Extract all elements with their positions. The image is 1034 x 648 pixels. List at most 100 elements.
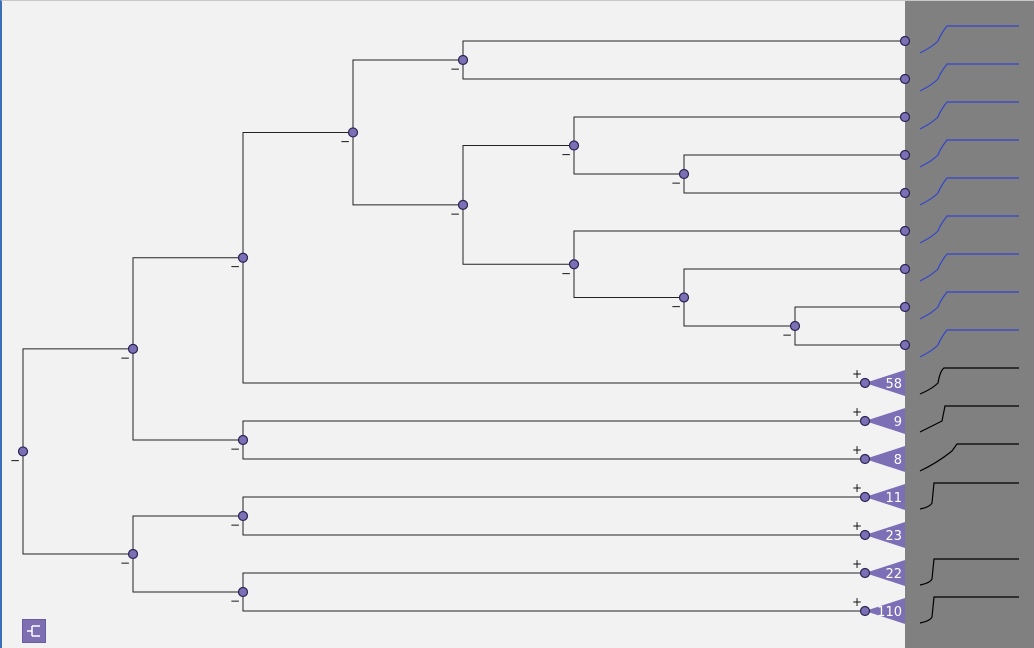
collapsed-count: 23: [885, 529, 902, 544]
collapsed-group[interactable]: 23 +: [852, 519, 905, 548]
collapsed-node-dot[interactable]: [859, 605, 871, 617]
branch-toggle[interactable]: −: [230, 442, 240, 456]
collapsed-count: 110: [877, 605, 902, 620]
expand-toggle[interactable]: +: [852, 557, 862, 571]
collapsed-node-dot[interactable]: [859, 491, 871, 503]
branch-node-dot[interactable]: [237, 434, 249, 446]
tree-edge: [462, 204, 574, 265]
collapsed-group[interactable]: 110 +: [852, 595, 905, 624]
tree-edge: [132, 515, 243, 554]
leaf-node-dot[interactable]: [899, 225, 911, 237]
collapsed-group[interactable]: 58 +: [852, 367, 905, 396]
leaf-node-dot[interactable]: [899, 339, 911, 351]
branch-node-dot[interactable]: [457, 54, 469, 66]
collapsed-group-triangle[interactable]: [865, 522, 905, 548]
branch-toggle[interactable]: −: [230, 594, 240, 608]
tree-edge: [683, 174, 905, 194]
collapse-tree-button[interactable]: [22, 619, 46, 643]
branch-node-dot[interactable]: [347, 127, 359, 138]
branch-node-dot[interactable]: [678, 168, 690, 180]
branch-node[interactable]: −: [782, 320, 801, 343]
branch-node-dot[interactable]: [237, 510, 249, 522]
expand-toggle[interactable]: +: [852, 595, 862, 609]
collapsed-node-dot[interactable]: [859, 415, 871, 427]
leaf-node-dot[interactable]: [899, 73, 911, 85]
branch-toggle[interactable]: −: [120, 351, 130, 365]
branch-node[interactable]: −: [120, 343, 139, 365]
branch-node[interactable]: −: [671, 292, 690, 314]
collapsed-count: 58: [885, 377, 902, 392]
branch-node[interactable]: −: [671, 168, 690, 191]
tree-edge: [22, 451, 133, 555]
collapsed-group-triangle[interactable]: [865, 370, 905, 396]
leaf-curve: [919, 558, 1019, 586]
branch-node-dot[interactable]: [678, 292, 690, 303]
branch-node[interactable]: −: [340, 127, 359, 149]
branch-toggle[interactable]: −: [561, 266, 571, 280]
branch-toggle[interactable]: −: [10, 453, 20, 467]
branch-node[interactable]: −: [10, 446, 29, 468]
expand-toggle[interactable]: +: [852, 519, 862, 533]
branch-node[interactable]: −: [120, 548, 139, 571]
leaf-node-dot[interactable]: [899, 111, 911, 123]
branch-node-dot[interactable]: [17, 446, 29, 457]
collapsed-group-triangle[interactable]: [865, 560, 905, 586]
branch-node[interactable]: −: [561, 259, 580, 281]
tree-edge: [352, 59, 463, 133]
leaf-node-dot[interactable]: [899, 263, 911, 275]
expand-toggle[interactable]: +: [852, 481, 862, 495]
collapsed-group[interactable]: 9+: [852, 405, 905, 434]
branch-toggle[interactable]: −: [230, 518, 240, 532]
collapsed-group-triangle[interactable]: [865, 408, 905, 434]
leaf-node-dot[interactable]: [899, 35, 911, 47]
branch-toggle[interactable]: −: [230, 260, 240, 274]
collapsed-group[interactable]: 22+: [852, 557, 905, 586]
branch-node[interactable]: −: [230, 434, 249, 457]
collapsed-group-triangle[interactable]: [865, 484, 905, 510]
branch-node-dot[interactable]: [127, 343, 139, 354]
leaf-node-dot[interactable]: [899, 301, 911, 313]
collapsed-group-triangle[interactable]: [865, 598, 905, 624]
branch-toggle[interactable]: −: [782, 328, 792, 342]
branch-toggle[interactable]: −: [561, 148, 571, 162]
leaf-node-dot[interactable]: [899, 149, 911, 161]
branch-node-dot[interactable]: [568, 259, 580, 270]
branch-node[interactable]: −: [230, 586, 249, 609]
branch-node-dot[interactable]: [457, 199, 469, 210]
collapsed-node-dot[interactable]: [859, 377, 871, 389]
leaf-curve: [919, 101, 1019, 130]
tree-edge: [132, 348, 243, 441]
branch-node[interactable]: −: [230, 510, 249, 533]
branch-toggle[interactable]: −: [120, 556, 130, 570]
leaf-node-dot[interactable]: [899, 187, 911, 199]
tree-edge: [22, 348, 133, 452]
collapsed-count: 9: [894, 415, 902, 430]
branch-toggle[interactable]: −: [671, 176, 681, 190]
branch-toggle[interactable]: −: [450, 207, 460, 221]
collapsed-group[interactable]: 11+: [852, 481, 905, 510]
branch-node-dot[interactable]: [127, 548, 139, 560]
branch-node-dot[interactable]: [568, 140, 580, 151]
branch-toggle[interactable]: −: [340, 134, 350, 148]
branch-node-dot[interactable]: [237, 252, 249, 263]
expand-toggle[interactable]: +: [852, 367, 862, 381]
branch-node-dot[interactable]: [789, 320, 801, 332]
branch-node-dot[interactable]: [237, 586, 249, 598]
collapsed-node-dot[interactable]: [859, 453, 871, 465]
branch-toggle[interactable]: −: [450, 62, 460, 76]
collapsed-node-dot[interactable]: [859, 567, 871, 579]
branch-node[interactable]: −: [561, 140, 580, 162]
collapsed-node-dot[interactable]: [859, 529, 871, 541]
leaf-curve: [919, 367, 1019, 395]
collapsed-group[interactable]: 8+: [852, 443, 905, 472]
branch-node[interactable]: −: [450, 199, 469, 221]
expand-toggle[interactable]: +: [852, 405, 862, 419]
leaf-curve: [919, 482, 1019, 510]
branch-toggle[interactable]: −: [671, 300, 681, 314]
collapsed-group-triangle[interactable]: [865, 446, 905, 472]
branch-node[interactable]: −: [230, 252, 249, 274]
expand-toggle[interactable]: +: [852, 443, 862, 457]
tree-edge: [462, 145, 574, 205]
leaf-curve: [919, 291, 1019, 320]
branch-node[interactable]: −: [450, 54, 469, 77]
